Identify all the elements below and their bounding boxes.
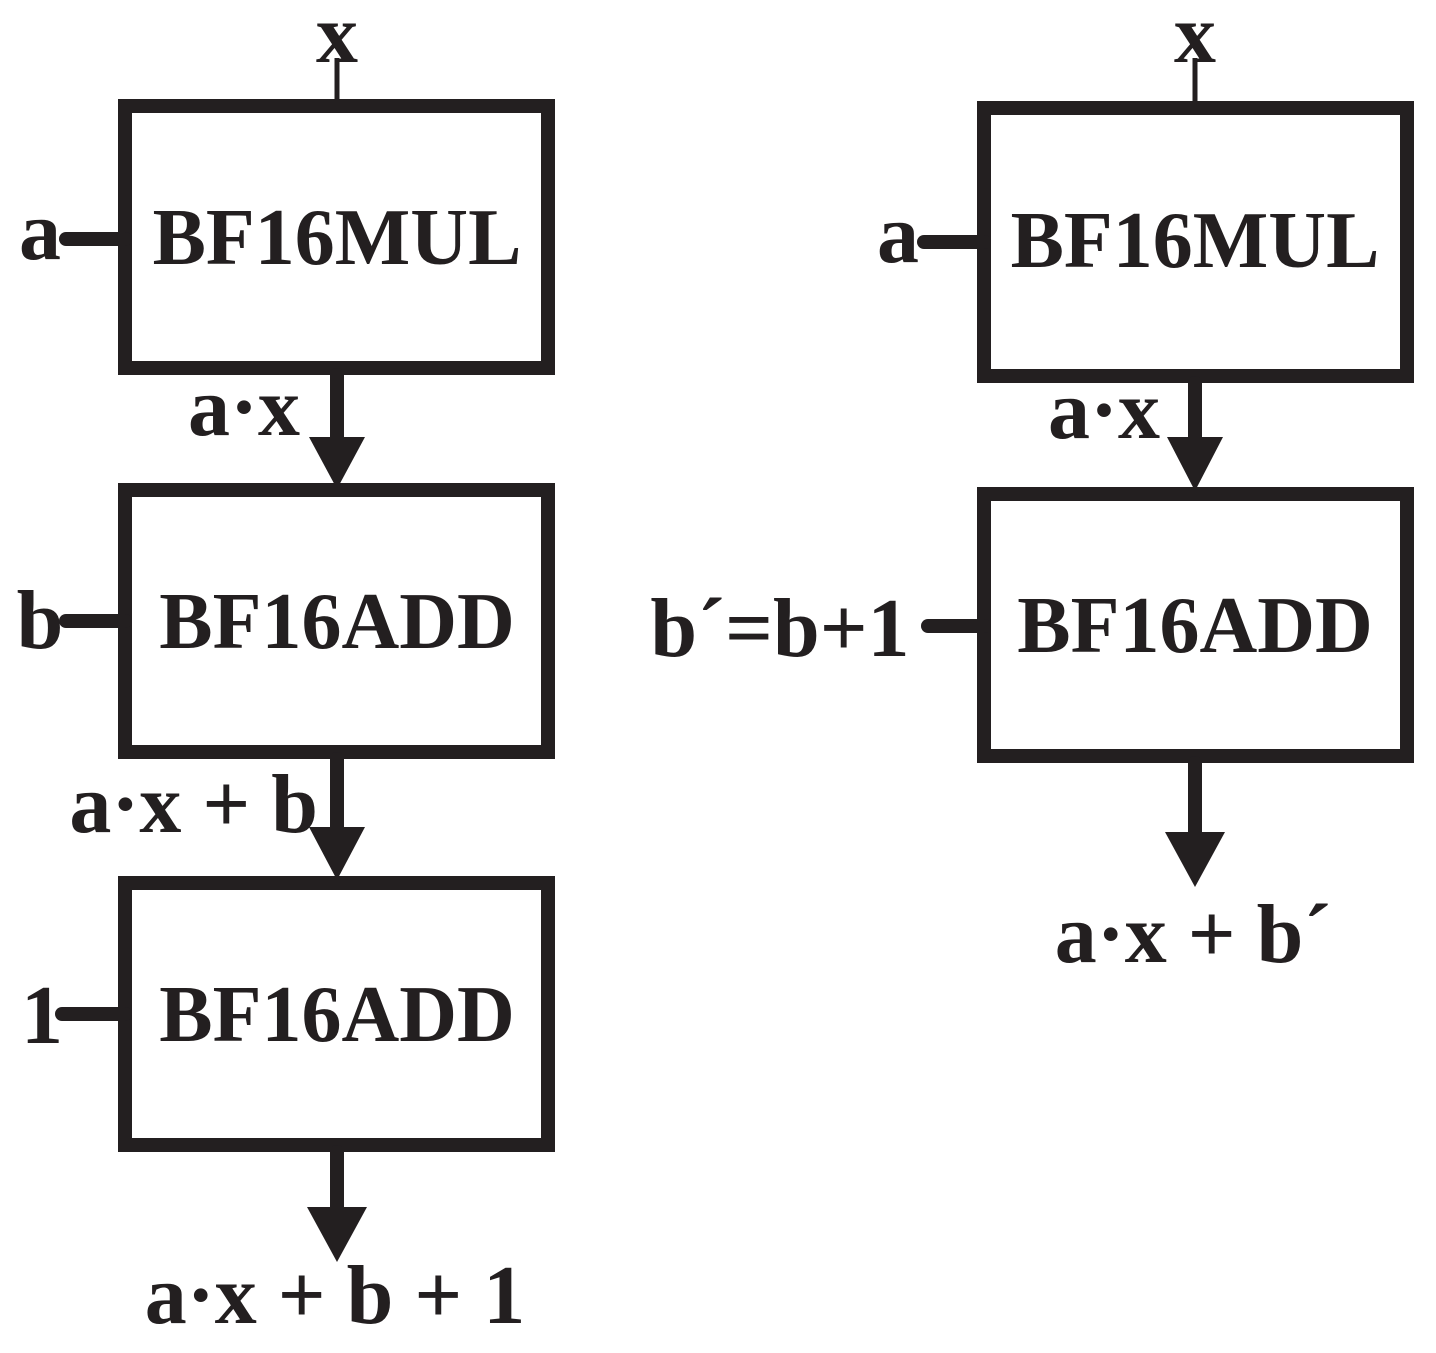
left-output: a·x + b + 1 xyxy=(145,1249,525,1342)
left-input-a: a xyxy=(19,185,61,278)
left-intermediate-ax: a·x xyxy=(188,361,300,454)
left-input-b: b xyxy=(17,574,64,667)
right-add-label: BF16ADD xyxy=(1017,582,1373,670)
left-add2-block xyxy=(118,876,555,1152)
left-intermediate-axb: a·x + b xyxy=(69,758,318,851)
right-intermediate-ax: a·x xyxy=(1048,364,1160,457)
right-mul-label: BF16MUL xyxy=(1011,197,1380,285)
left-mul-block xyxy=(118,99,555,375)
right-output-arrow-head xyxy=(1165,832,1225,887)
right-arrow1-head xyxy=(1167,437,1223,491)
left-pipeline: x BF16MUL a a·x BF16ADD b a·x + b BF16AD… xyxy=(17,0,555,1342)
right-output: a·x + b´ xyxy=(1055,888,1332,981)
left-add2-label: BF16ADD xyxy=(159,971,515,1059)
left-arrow1-head xyxy=(309,437,365,489)
left-output-arrow-head xyxy=(307,1207,367,1262)
left-mul-label: BF16MUL xyxy=(153,194,522,282)
right-add-block xyxy=(977,487,1414,763)
left-add1-label: BF16ADD xyxy=(159,578,515,666)
right-input-a: a xyxy=(877,188,919,281)
left-arrow2-head xyxy=(309,827,365,880)
right-input-b-prime: b´=b+1 xyxy=(650,582,909,675)
right-pipeline: x BF16MUL a a·x BF16ADD b´=b+1 a·x + b´ xyxy=(650,0,1414,981)
right-mul-block xyxy=(977,101,1414,383)
